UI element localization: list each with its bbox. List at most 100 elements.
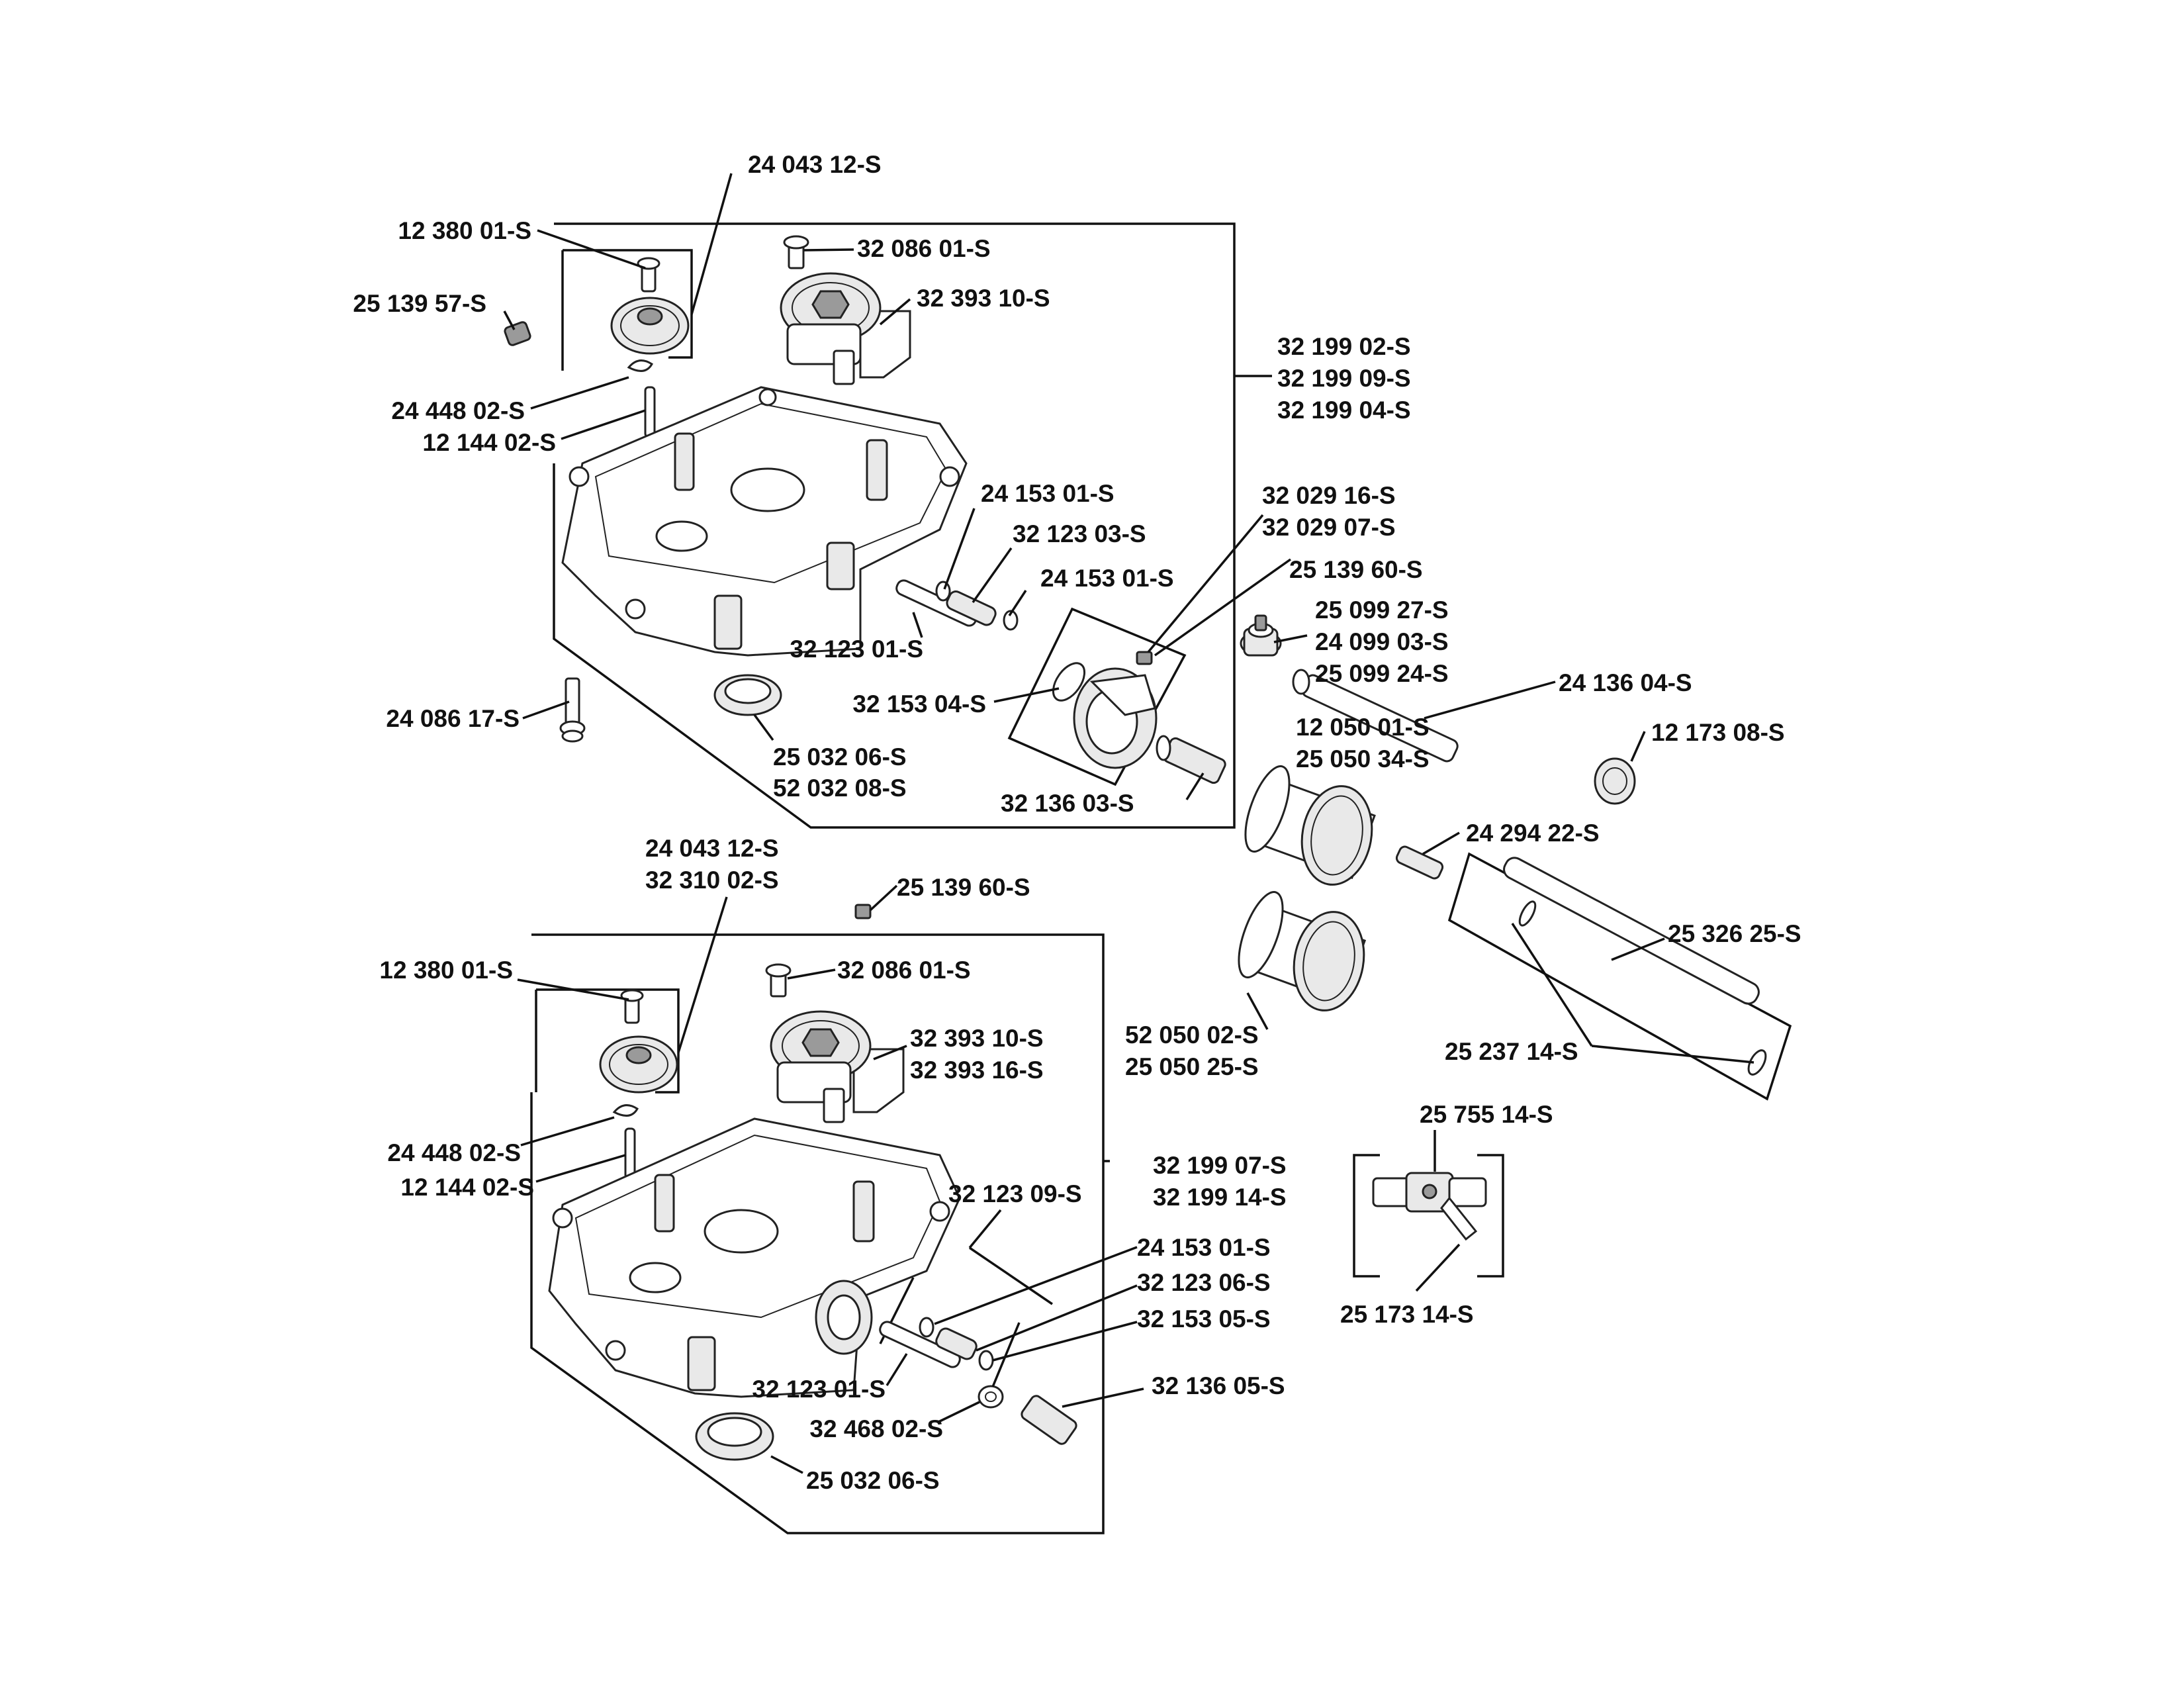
label-sensor-1: 25 099 27-S [1315,596,1449,624]
label-lower-oring-a: 24 153 01-S [1137,1234,1271,1261]
label-upper-adapter: 32 136 03-S [1001,790,1134,817]
label-upper-pump-gear: 32 393 10-S [917,285,1050,312]
label-lower-clip: 24 448 02-S [387,1139,521,1166]
label-upper-seal-2: 52 032 08-S [773,774,907,802]
label-hose: 25 326 25-S [1668,920,1801,947]
lower-housing-part [548,1117,961,1398]
label-upper-seal-1: 25 032 06-S [773,743,907,771]
label-filter-mount-1: 32 029 16-S [1262,482,1396,509]
clamp-part [1518,900,1767,1076]
label-upper-small-plug: 25 139 60-S [1289,556,1423,583]
lower-small-plug-part [854,904,872,919]
lower-frame [530,933,1105,1534]
lower-seal-part [695,1412,774,1461]
upper-housing-part [561,386,968,657]
label-lever: 25 173 14-S [1340,1301,1474,1328]
label-clamp: 25 237 14-S [1445,1038,1578,1065]
label-tube-kit: 32 123 09-S [948,1180,1082,1207]
label-lower-housing-1: 32 199 07-S [1153,1152,1287,1179]
bolt-part [559,677,586,743]
filter-mount-part [1073,667,1158,769]
label-lower-oring-b: 32 153 05-S [1137,1305,1271,1333]
lower-adapter-part [1021,1395,1077,1445]
lower-gear-part [599,1035,678,1094]
valve-frame [1353,1154,1380,1278]
label-lower-small-plug: 25 139 60-S [897,874,1030,901]
label-upper-housing-2: 32 199 09-S [1277,365,1411,392]
label-upper-gear-shaft-pin: 12 380 01-S [398,217,531,244]
label-lower-adapter: 32 136 05-S [1152,1372,1285,1399]
label-lower-screw: 32 086 01-S [837,957,971,984]
label-upper-housing-3: 32 199 04-S [1277,397,1411,424]
label-upper-oring-b: 24 153 01-S [1040,565,1174,592]
label-cap: 12 173 08-S [1651,719,1785,746]
clip-part [627,359,653,372]
upper-frame [553,222,1236,829]
label-upper-sleeve: 32 123 03-S [1013,520,1146,547]
oring-c-part [1052,662,1086,702]
cap-part [1594,757,1636,805]
label-lower-tube: 32 123 01-S [752,1376,886,1403]
label-valve: 25 755 14-S [1420,1101,1553,1128]
label-filter-b-1: 52 050 02-S [1125,1021,1259,1049]
label-filter-a-1: 12 050 01-S [1296,714,1430,741]
lower-clip-part [612,1104,639,1117]
adapter-part [1156,735,1226,784]
label-upper-clip: 24 448 02-S [391,397,525,424]
label-lower-seal: 25 032 06-S [806,1467,940,1494]
valve-part [1372,1172,1487,1213]
label-lower-sleeve: 32 123 06-S [1137,1269,1271,1296]
lower-gear-shaft-pin-part [620,989,644,1024]
lower-screw-part [765,963,792,998]
label-lower-gear-1: 24 043 12-S [645,835,779,862]
label-upper-pin: 12 144 02-S [422,429,556,456]
pump-gear-part [780,272,911,385]
label-fitting: 24 294 22-S [1466,820,1600,847]
label-lower-gear-2: 32 310 02-S [645,867,779,894]
label-filter-b-2: 25 050 25-S [1125,1053,1259,1080]
filter-b-part [1238,891,1367,1011]
label-lower-pump-gear-2: 32 393 16-S [910,1056,1044,1084]
label-lower-pump-gear-1: 32 393 10-S [910,1025,1044,1052]
label-upper-tube: 32 123 01-S [790,635,923,663]
upper-group [504,222,1236,829]
right-group [1238,614,1792,1278]
label-lower-pin: 12 144 02-S [400,1174,534,1201]
filter-a-part [1244,765,1376,886]
oring-b-part [1003,610,1019,631]
lower-gear-frame [536,988,680,1094]
label-upper-bolt: 24 086 17-S [386,705,520,732]
label-upper-oring-c: 32 153 04-S [852,690,986,718]
sensor-part [1240,614,1282,657]
drain-tube-part [1292,669,1459,763]
label-sensor-2: 24 099 03-S [1315,628,1449,655]
label-drain-tube: 24 136 04-S [1559,669,1692,696]
label-lower-gear-shaft-pin: 12 380 01-S [379,957,513,984]
label-lower-housing-2: 32 199 14-S [1153,1184,1287,1211]
label-filter-a-2: 25 050 34-S [1296,745,1430,773]
tube-kit-frame [969,1246,1053,1305]
label-sensor-3: 25 099 24-S [1315,660,1449,687]
lower-pump-gear-part [770,1010,905,1123]
leader-lines [503,173,1754,1474]
label-filter-mount-2: 32 029 07-S [1262,514,1396,541]
gear-part [610,297,690,355]
washer-part [978,1385,1004,1409]
gear-shaft-pin-part [637,257,660,293]
lower-group [530,904,1105,1534]
fitting-part [1395,845,1444,880]
label-upper-screw: 32 086 01-S [857,235,991,262]
label-upper-housing-1: 32 199 02-S [1277,333,1411,360]
lower-tube-part [879,1321,961,1368]
screw-part [783,235,809,269]
lever-part [1440,1196,1478,1241]
label-upper-oring-a: 24 153 01-S [981,480,1115,507]
small-plug-part [1136,651,1153,665]
label-upper-gear: 24 043 12-S [748,151,882,178]
hose-part [1503,857,1760,1005]
lower-oring-a-part [919,1317,934,1338]
label-washer: 32 468 02-S [809,1415,943,1442]
plug-part [504,321,531,346]
label-upper-plug: 25 139 57-S [353,290,486,317]
